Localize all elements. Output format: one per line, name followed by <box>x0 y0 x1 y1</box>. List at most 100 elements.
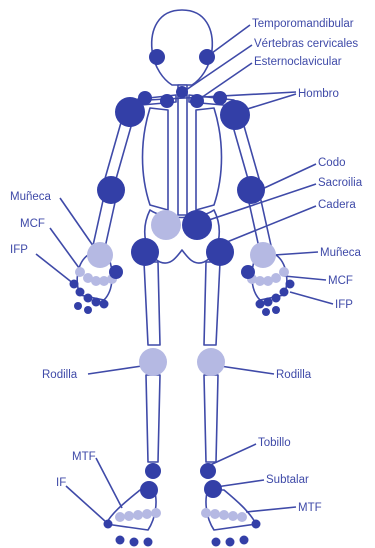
joint-mtf-right-3 <box>219 510 229 520</box>
joint-if-left-4 <box>144 538 153 547</box>
joint-elbow-right <box>237 176 265 204</box>
joint-knee-left <box>139 348 167 376</box>
joint-if-right-4 <box>252 520 261 529</box>
joint-ankle-left <box>145 463 161 479</box>
joint-ifp-left-4 <box>92 298 101 307</box>
joint-mtf-right-5 <box>237 512 247 522</box>
lead-mtf-right <box>246 507 296 512</box>
label-mcf-right: MCF <box>328 275 353 287</box>
skull <box>152 10 213 85</box>
lead-rodilla-right <box>220 366 274 374</box>
lead-muneca-right <box>274 252 318 255</box>
spine <box>178 85 187 215</box>
label-temporomandibular: Temporomandibular <box>252 18 354 30</box>
lead-subtalar <box>216 480 264 487</box>
joint-cervical <box>176 86 188 98</box>
joint-mtf-right-1 <box>201 508 211 518</box>
joint-shoulder-left <box>115 97 145 127</box>
joint-ifp-right-1 <box>256 300 265 309</box>
lead-temporomandibular <box>212 25 250 53</box>
joint-dip-left-1 <box>74 302 82 310</box>
lead-mcf-left <box>50 228 82 272</box>
lead-muneca-left <box>60 198 96 250</box>
joint-if-right-2 <box>226 538 235 547</box>
left-tibia <box>146 375 160 462</box>
label-ifp-left: IFP <box>10 244 28 256</box>
joint-ifp-left-2 <box>76 288 85 297</box>
joint-if-left-3 <box>130 538 139 547</box>
joint-wrist-left <box>87 242 113 268</box>
joint-ifp-right-4 <box>280 288 289 297</box>
lead-hombro-right <box>244 94 296 110</box>
label-if-left: IF <box>56 477 66 489</box>
lead-mtf-left <box>96 458 122 508</box>
label-cadera: Cadera <box>318 199 356 211</box>
joint-hip-right <box>206 238 234 266</box>
joint-tmj-left <box>149 49 165 65</box>
joint-mtf-left-2 <box>124 511 134 521</box>
joint-if-left-1 <box>104 520 113 529</box>
joint-sacroiliac <box>182 210 212 240</box>
label-tobillo: Tobillo <box>258 437 291 449</box>
joint-thumb-right <box>241 265 255 279</box>
joint-acromio-right <box>213 91 227 105</box>
joint-if-right-3 <box>240 536 249 545</box>
joint-ifp-right-3 <box>272 294 281 303</box>
lead-if-left <box>66 486 106 522</box>
joint-subtalar-left <box>140 481 158 499</box>
joint-ifp-left-5 <box>100 300 109 309</box>
lead-ifp-left <box>36 254 74 284</box>
joint-sacroilia-pale <box>151 210 181 240</box>
joint-ankle-right <box>200 463 216 479</box>
label-sacroilia: Sacroilia <box>318 177 363 189</box>
joint-ifp-left-3 <box>84 294 93 303</box>
joint-ifp-left-1 <box>70 280 79 289</box>
joint-shoulder-right <box>220 100 250 130</box>
joint-mtf-left-1 <box>115 512 125 522</box>
label-mtf-left: MTF <box>72 451 96 463</box>
label-muneca-right: Muñeca <box>320 247 362 259</box>
label-ifp-right: IFP <box>335 299 353 311</box>
lead-mcf-right <box>284 276 326 280</box>
joint-sternoclavicular-left <box>160 94 174 108</box>
joint-if-right-1 <box>212 538 221 547</box>
joint-ifp-right-5 <box>286 280 295 289</box>
label-hombro: Hombro <box>298 88 339 100</box>
joint-mtf-left-4 <box>142 509 152 519</box>
joint-dip-right-1 <box>262 308 270 316</box>
joint-sternoclavicular-right <box>190 94 204 108</box>
label-rodilla-left: Rodilla <box>42 369 78 381</box>
label-codo: Codo <box>318 157 346 169</box>
joints-small <box>70 265 295 547</box>
joint-subtalar-right <box>204 480 222 498</box>
lead-ifp-right <box>290 292 333 304</box>
joint-dip-right-2 <box>272 306 280 314</box>
label-muneca-left: Muñeca <box>10 191 52 203</box>
label-mtf-right: MTF <box>298 502 322 514</box>
joint-hip-left <box>131 238 159 266</box>
label-esternoclavicular: Esternoclavicular <box>254 56 342 68</box>
lead-rodilla-left <box>88 366 142 374</box>
label-subtalar: Subtalar <box>266 474 309 486</box>
joint-mtf-left-3 <box>133 510 143 520</box>
joint-dip-left-2 <box>84 306 92 314</box>
joint-mtf-right-4 <box>228 511 238 521</box>
joints-light <box>75 210 289 522</box>
joint-mtf-left-5 <box>151 508 161 518</box>
joint-mcf-right-5 <box>279 267 289 277</box>
left-femur <box>144 262 160 345</box>
joint-wrist-right <box>250 242 276 268</box>
label-mcf-left: MCF <box>20 218 45 230</box>
joint-mcf-right-4 <box>271 273 281 283</box>
joint-knee-right <box>197 348 225 376</box>
joint-mtf-right-2 <box>210 509 220 519</box>
right-tibia <box>204 375 218 462</box>
label-rodilla-right: Rodilla <box>276 369 312 381</box>
joint-if-left-2 <box>116 536 125 545</box>
joint-ifp-right-2 <box>264 298 273 307</box>
joint-tmj-right <box>199 49 215 65</box>
label-vertebras: Vértebras cervicales <box>254 38 358 50</box>
joint-elbow-left <box>97 176 125 204</box>
